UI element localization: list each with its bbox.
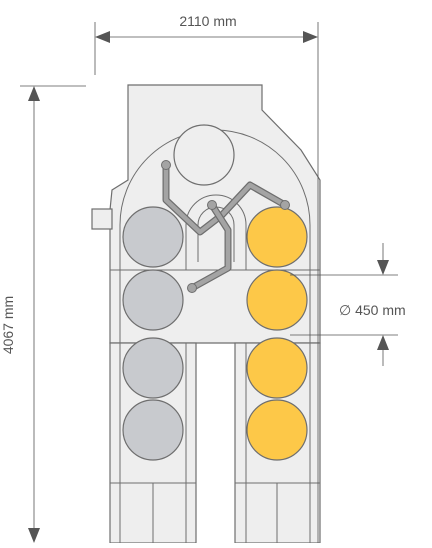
width-dimension xyxy=(94,22,319,543)
diameter-arrow-bottom xyxy=(377,335,389,350)
width-label: 2110 mm xyxy=(179,13,236,29)
arm-joint-top xyxy=(161,160,171,170)
arm-joint-right xyxy=(280,200,290,210)
top-sphere xyxy=(173,124,235,186)
right-circle-3 xyxy=(246,337,308,399)
height-arrow-bottom xyxy=(28,528,40,543)
height-dimension xyxy=(20,85,86,543)
left-circle-1 xyxy=(122,206,184,268)
left-circle-4 xyxy=(122,399,184,461)
diameter-arrow-top xyxy=(377,260,389,275)
arm-joint-mid xyxy=(207,200,217,210)
right-circle-4 xyxy=(246,399,308,461)
arm-segments-fill xyxy=(163,162,288,235)
left-circle-3 xyxy=(122,337,184,399)
robot-arm xyxy=(161,160,290,293)
right-circles xyxy=(246,206,308,461)
arm-joint-bottom xyxy=(187,283,197,293)
side-nub xyxy=(91,208,113,230)
right-circle-1 xyxy=(246,206,308,268)
width-arrow-right xyxy=(303,31,318,43)
left-circle-2 xyxy=(122,269,184,331)
right-circle-2 xyxy=(246,269,308,331)
diameter-label: ∅ 450 mm xyxy=(339,302,406,318)
width-arrow-left xyxy=(95,31,110,43)
diameter-dimension xyxy=(290,243,398,366)
height-arrow-top xyxy=(28,86,40,101)
inner-arch xyxy=(185,194,247,270)
arm-lower-fill xyxy=(189,202,231,291)
left-circles xyxy=(122,206,184,461)
height-label: 4067 mm xyxy=(0,296,16,354)
